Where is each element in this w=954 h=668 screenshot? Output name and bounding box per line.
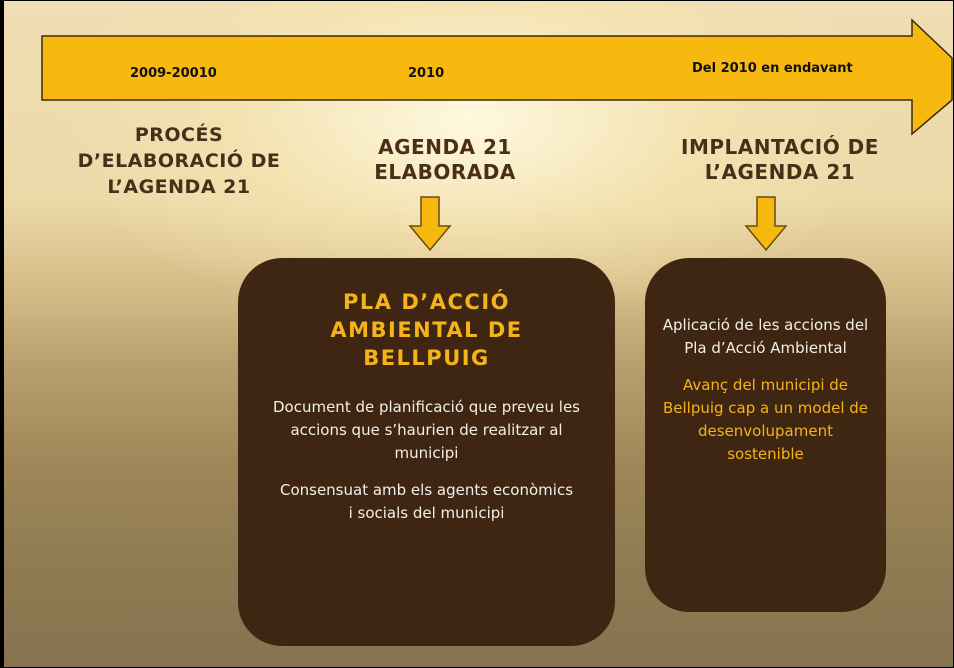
phase-title-implementation: IMPLANTACIÓ DE L’AGENDA 21: [681, 135, 879, 184]
action-plan-consensus: Consensuat amb els agents econòmics i so…: [279, 481, 574, 522]
implementation-goal: Avanç del municipi de Bellpuig cap a un …: [662, 376, 869, 463]
implementation-description: Aplicació de les accions del Pla d’Acció…: [662, 316, 869, 357]
timeline-label-period-1: 2009-20010: [130, 66, 217, 81]
action-plan-title: PLA D’ACCIÓ AMBIENTAL DE BELLPUIG: [330, 290, 523, 370]
action-plan-description: Document de planificació que preveu les …: [272, 398, 580, 462]
timeline-label-period-3: Del 2010 en endavant: [692, 61, 853, 76]
implementation-box: Aplicació de les accions del Pla d’Acció…: [645, 258, 886, 612]
phase-title-elaboration: PROCÉS D’ELABORACIÓ DE L’AGENDA 21: [77, 124, 281, 198]
timeline-label-period-2: 2010: [408, 66, 445, 81]
action-plan-box: PLA D’ACCIÓ AMBIENTAL DE BELLPUIG Docume…: [238, 258, 615, 646]
timeline-arrow: [41, 18, 953, 136]
phase-title-elaborated: AGENDA 21 ELABORADA: [374, 135, 516, 184]
down-arrow-icon: [744, 196, 788, 252]
down-arrow-icon: [408, 196, 452, 252]
